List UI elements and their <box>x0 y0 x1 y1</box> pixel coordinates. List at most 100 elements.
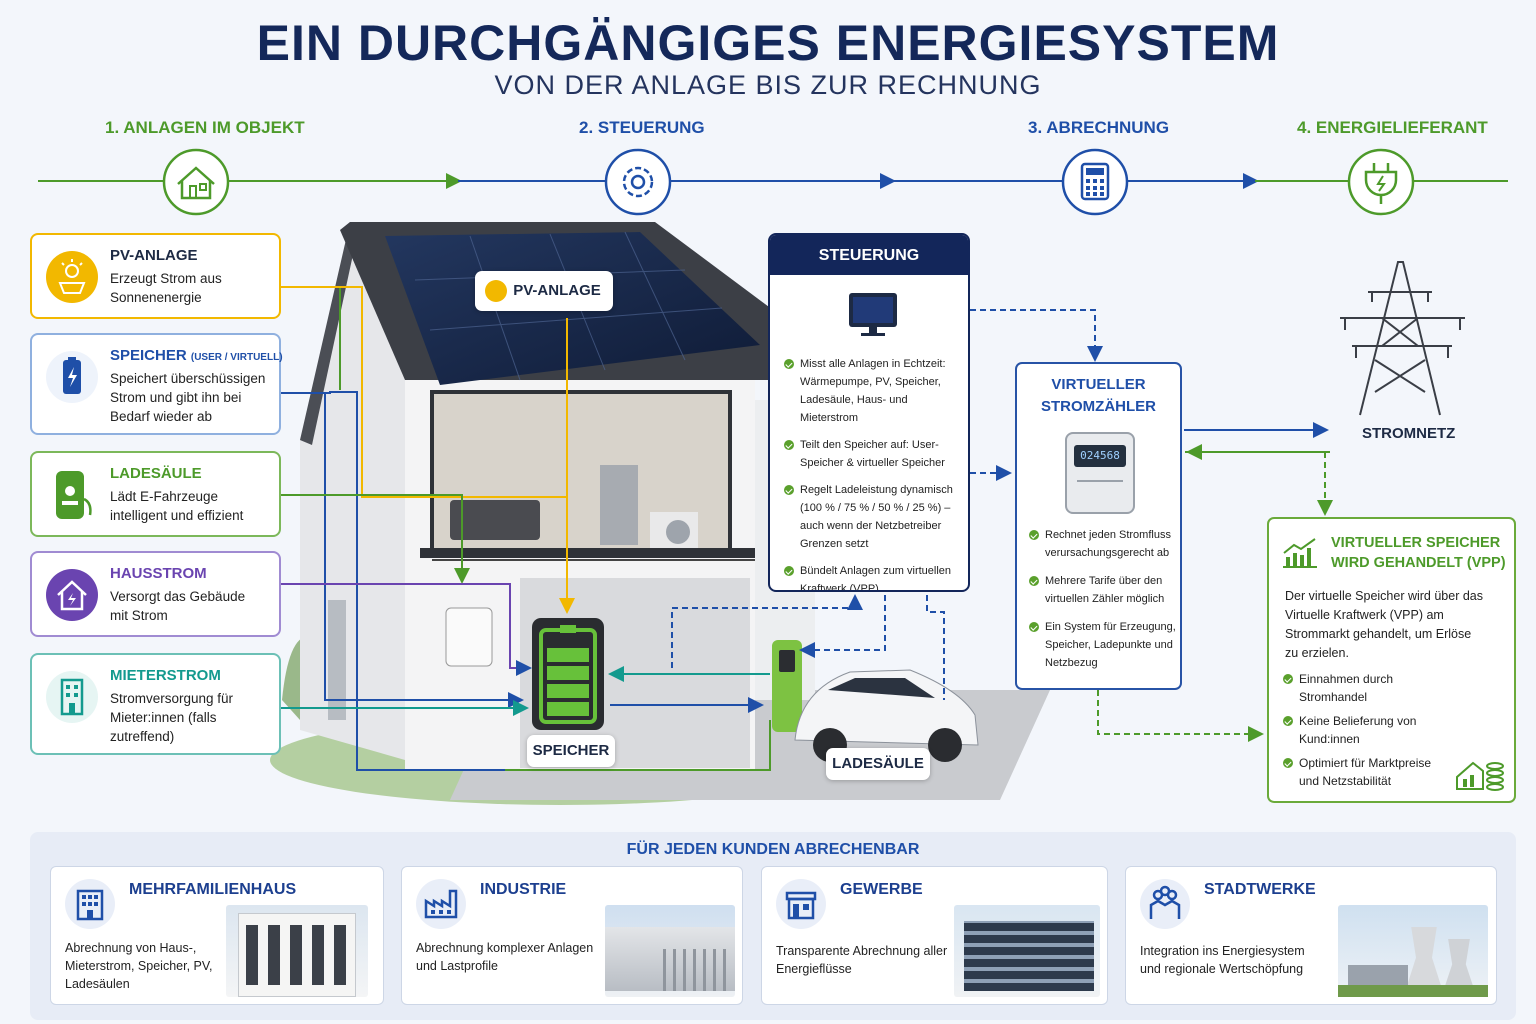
house-power-icon <box>46 569 98 621</box>
calculator-icon <box>1061 148 1129 216</box>
card-text: Integration ins Energiesystem und region… <box>1140 944 1305 976</box>
list-item-text: Regelt Ladeleistung dynamisch (100 % / 7… <box>800 484 953 550</box>
card-title: HAUSSTROM <box>110 565 207 582</box>
vpp-card: VIRTUELLER SPEICHER WIRD GEHANDELT (VPP)… <box>1267 517 1516 803</box>
card-mieterstrom: MIETERSTROM Stromversorgung für Mieter:i… <box>30 653 281 755</box>
list-item-text: Bündelt Anlagen zum virtuellen Kraftwerk… <box>800 565 952 592</box>
page-subtitle: VON DER ANLAGE BIS ZUR RECHNUNG <box>494 70 1042 100</box>
billing-title: FÜR JEDEN KUNDEN ABRECHENBAR <box>626 841 920 858</box>
energy-flow-lines <box>281 286 771 771</box>
gear-icon <box>604 148 672 216</box>
check-icon <box>1029 530 1039 540</box>
house-icon <box>162 148 230 216</box>
card-text: Transparente Abrechnung aller Energieflü… <box>776 944 948 976</box>
speicher-label: SPEICHER <box>527 735 615 767</box>
card-text: Erzeugt Strom aus Sonnenenergie <box>110 271 222 305</box>
card-title: LADESÄULE <box>110 465 202 482</box>
vpp-intro: Der virtuelle Speicher wird über das Vir… <box>1285 589 1484 660</box>
list-item-text: Optimiert für Marktpreise und Netzstabil… <box>1299 756 1432 788</box>
list-item-text: Misst alle Anlagen in Echtzeit: Wärmepum… <box>800 358 946 424</box>
power-plant-photo <box>1338 905 1488 997</box>
check-icon <box>1283 674 1293 684</box>
charger-icon <box>46 469 98 521</box>
battery-icon <box>46 351 98 403</box>
list-item-text: Ein System für Erzeugung, Speicher, Lade… <box>1045 621 1176 669</box>
solar-panel-icon <box>46 251 98 303</box>
card-title: GEWERBE <box>840 881 923 898</box>
list-item: Ein System für Erzeugung, Speicher, Lade… <box>1027 618 1177 672</box>
card-title-main: SPEICHER <box>110 347 187 364</box>
customer-card-gewerbe: GEWERBE Transparente Abrechnung aller En… <box>761 866 1108 1005</box>
check-icon <box>784 359 794 369</box>
list-item: Optimiert für Marktpreise und Netzstabil… <box>1281 754 1451 790</box>
list-item: Misst alle Anlagen in Echtzeit: Wärmepum… <box>782 355 966 427</box>
card-title: SPEICHER (USER / VIRTUELL) <box>110 347 283 364</box>
card-pv-anlage: PV-ANLAGE Erzeugt Strom aus Sonnenenergi… <box>30 233 281 319</box>
check-icon <box>1283 758 1293 768</box>
card-title: MEHRFAMILIENHAUS <box>129 881 297 898</box>
card-text: Stromversorgung für Mieter:innen (falls … <box>110 691 234 744</box>
page-title: EIN DURCHGÄNGIGES ENERGIESYSTEM <box>256 15 1280 71</box>
check-icon <box>784 566 794 576</box>
check-icon <box>1283 716 1293 726</box>
list-item-text: Einnahmen durch Stromhandel <box>1299 672 1394 704</box>
list-item: Einnahmen durch Stromhandel <box>1281 670 1451 706</box>
step-steuerung: 2. STEUERUNG <box>579 118 705 137</box>
card-text: Versorgt das Gebäude mit Strom <box>110 589 246 623</box>
card-text: Speichert überschüssigen Strom und gibt … <box>110 371 266 424</box>
plug-icon <box>1347 148 1415 216</box>
list-item-text: Teilt den Speicher auf: User-Speicher & … <box>800 439 945 469</box>
apartment-icon <box>46 671 98 723</box>
control-list: Misst alle Anlagen in Echtzeit: Wärmepum… <box>782 355 966 592</box>
meter-title: VIRTUELLER STROMZÄHLER <box>1041 376 1156 415</box>
customer-card-mehrfamilienhaus: MEHRFAMILIENHAUS Abrechnung von Haus-, M… <box>50 866 384 1005</box>
check-icon <box>784 485 794 495</box>
meter-display: 024568 <box>1074 445 1126 467</box>
control-card: STEUERUNG Misst alle Anlagen in Echtzeit… <box>768 233 970 592</box>
card-text: Abrechnung von Haus-, Mieterstrom, Speic… <box>65 941 213 991</box>
customer-card-stadtwerke: STADTWERKE Integration ins Energiesystem… <box>1125 866 1497 1005</box>
factory-icon <box>416 879 466 929</box>
customer-card-industrie: INDUSTRIE Abrechnung komplexer Anlagen u… <box>401 866 743 1005</box>
shop-icon <box>776 879 826 929</box>
card-title: INDUSTRIE <box>480 881 567 898</box>
card-text: Lädt E-Fahrzeuge intelligent und effizie… <box>110 489 244 523</box>
card-title: STADTWERKE <box>1204 881 1316 898</box>
chart-growth-icon <box>1281 537 1319 569</box>
people-icon <box>1140 879 1190 929</box>
vpp-list: Einnahmen durch Stromhandel Keine Belief… <box>1281 670 1451 790</box>
list-item-text: Keine Belieferung von Kund:innen <box>1299 714 1417 746</box>
list-item: Rechnet jeden Stromfluss verursachungsge… <box>1027 526 1177 562</box>
power-tower-icon <box>1340 261 1465 416</box>
list-item-text: Mehrere Tarife über den virtuellen Zähle… <box>1045 575 1165 605</box>
card-speicher: SPEICHER (USER / VIRTUELL) Speichert übe… <box>30 333 283 435</box>
card-title: MIETERSTROM <box>110 667 221 684</box>
card-title-sub: (USER / VIRTUELL) <box>190 352 283 363</box>
step-anlagen: 1. ANLAGEN IM OBJEKT <box>105 118 305 137</box>
grid-label: STROMNETZ <box>1362 425 1456 442</box>
list-item-text: Rechnet jeden Stromfluss verursachungsge… <box>1045 529 1171 559</box>
virtual-meter-card: VIRTUELLER STROMZÄHLER 024568 Rechnet je… <box>1015 362 1182 690</box>
vpp-title: VIRTUELLER SPEICHER WIRD GEHANDELT (VPP) <box>1331 535 1506 571</box>
step-energielieferant: 4. ENERGIELIEFERANT <box>1297 118 1488 137</box>
list-item: Bündelt Anlagen zum virtuellen Kraftwerk… <box>782 562 966 592</box>
card-text: Abrechnung komplexer Anlagen und Lastpro… <box>416 941 594 973</box>
coins-chart-icon <box>1455 751 1505 791</box>
check-icon <box>1029 576 1039 586</box>
list-item: Regelt Ladeleistung dynamisch (100 % / 7… <box>782 481 966 553</box>
list-item: Keine Belieferung von Kund:innen <box>1281 712 1451 748</box>
card-ladesaeule: LADESÄULE Lädt E-Fahrzeuge intelligent u… <box>30 451 281 537</box>
smart-meter-icon: 024568 <box>1065 432 1135 514</box>
control-title: STEUERUNG <box>770 235 968 275</box>
check-icon <box>1029 622 1039 632</box>
office-photo <box>954 905 1100 997</box>
ladesaeule-label: LADESÄULE <box>826 748 930 780</box>
industry-photo <box>605 905 735 997</box>
monitor-icon <box>847 291 899 339</box>
list-item: Teilt den Speicher auf: User-Speicher & … <box>782 436 966 472</box>
card-title: PV-ANLAGE <box>110 247 198 264</box>
sun-icon <box>485 280 507 302</box>
pv-label-text: PV-ANLAGE <box>513 282 601 299</box>
check-icon <box>784 440 794 450</box>
